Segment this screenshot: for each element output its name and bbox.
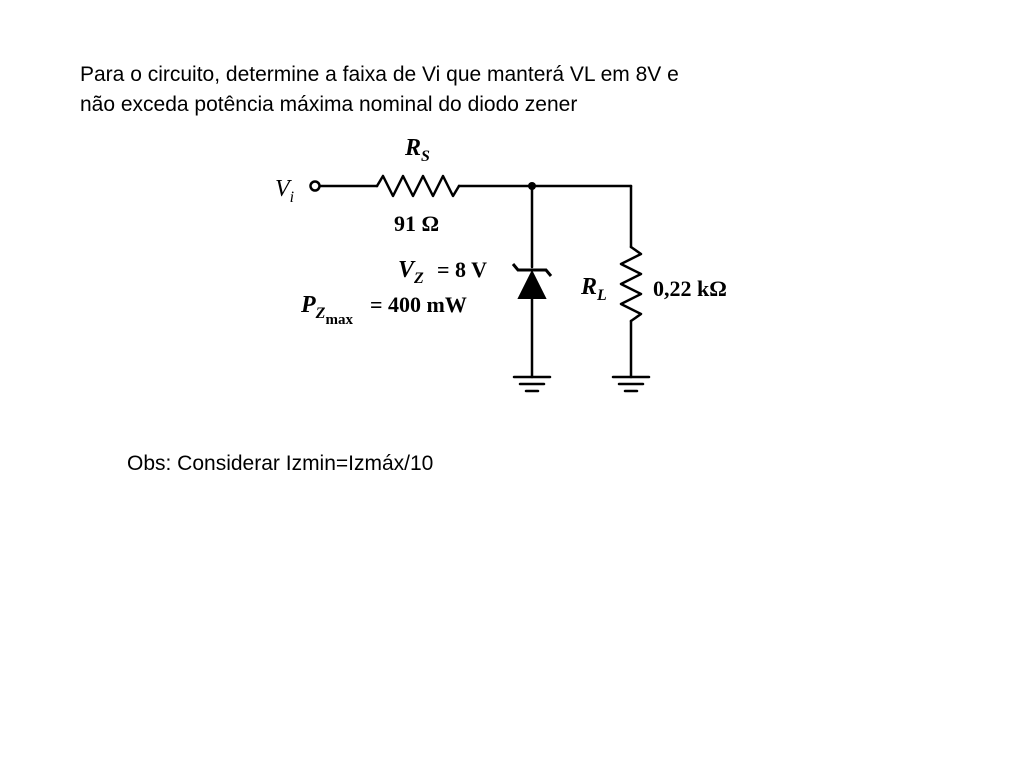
vz-label: VZ xyxy=(398,257,424,287)
ground-symbol-load xyxy=(611,375,651,393)
rl-label: RL xyxy=(580,274,607,304)
pz-label: PZmax xyxy=(300,292,353,328)
rs-label: RS xyxy=(404,135,430,165)
problem-statement: Para o circuito, determine a faixa de Vi… xyxy=(80,60,940,120)
vz-value: = 8 V xyxy=(437,257,487,282)
zener-diode xyxy=(511,263,553,299)
pz-value: = 400 mW xyxy=(370,292,467,317)
vi-label: Vi xyxy=(275,176,294,206)
ground-symbol-zener xyxy=(512,375,552,393)
rs-value: 91 Ω xyxy=(394,211,439,236)
rl-value: 0,22 kΩ xyxy=(653,276,727,301)
junction-node xyxy=(528,182,536,190)
note-text: Obs: Considerar Izmin=Izmáx/10 xyxy=(127,452,434,475)
problem-line-2: não exceda potência máxima nominal do di… xyxy=(80,93,578,116)
resistor-rs xyxy=(375,174,461,198)
input-terminal xyxy=(309,180,321,192)
resistor-rl xyxy=(619,245,643,323)
zener-regulator-circuit: Vi RS 91 Ω VZ = 8 V PZmax = 400 mW RL 0,… xyxy=(275,135,727,393)
problem-line-1: Para o circuito, determine a faixa de Vi… xyxy=(80,63,679,86)
